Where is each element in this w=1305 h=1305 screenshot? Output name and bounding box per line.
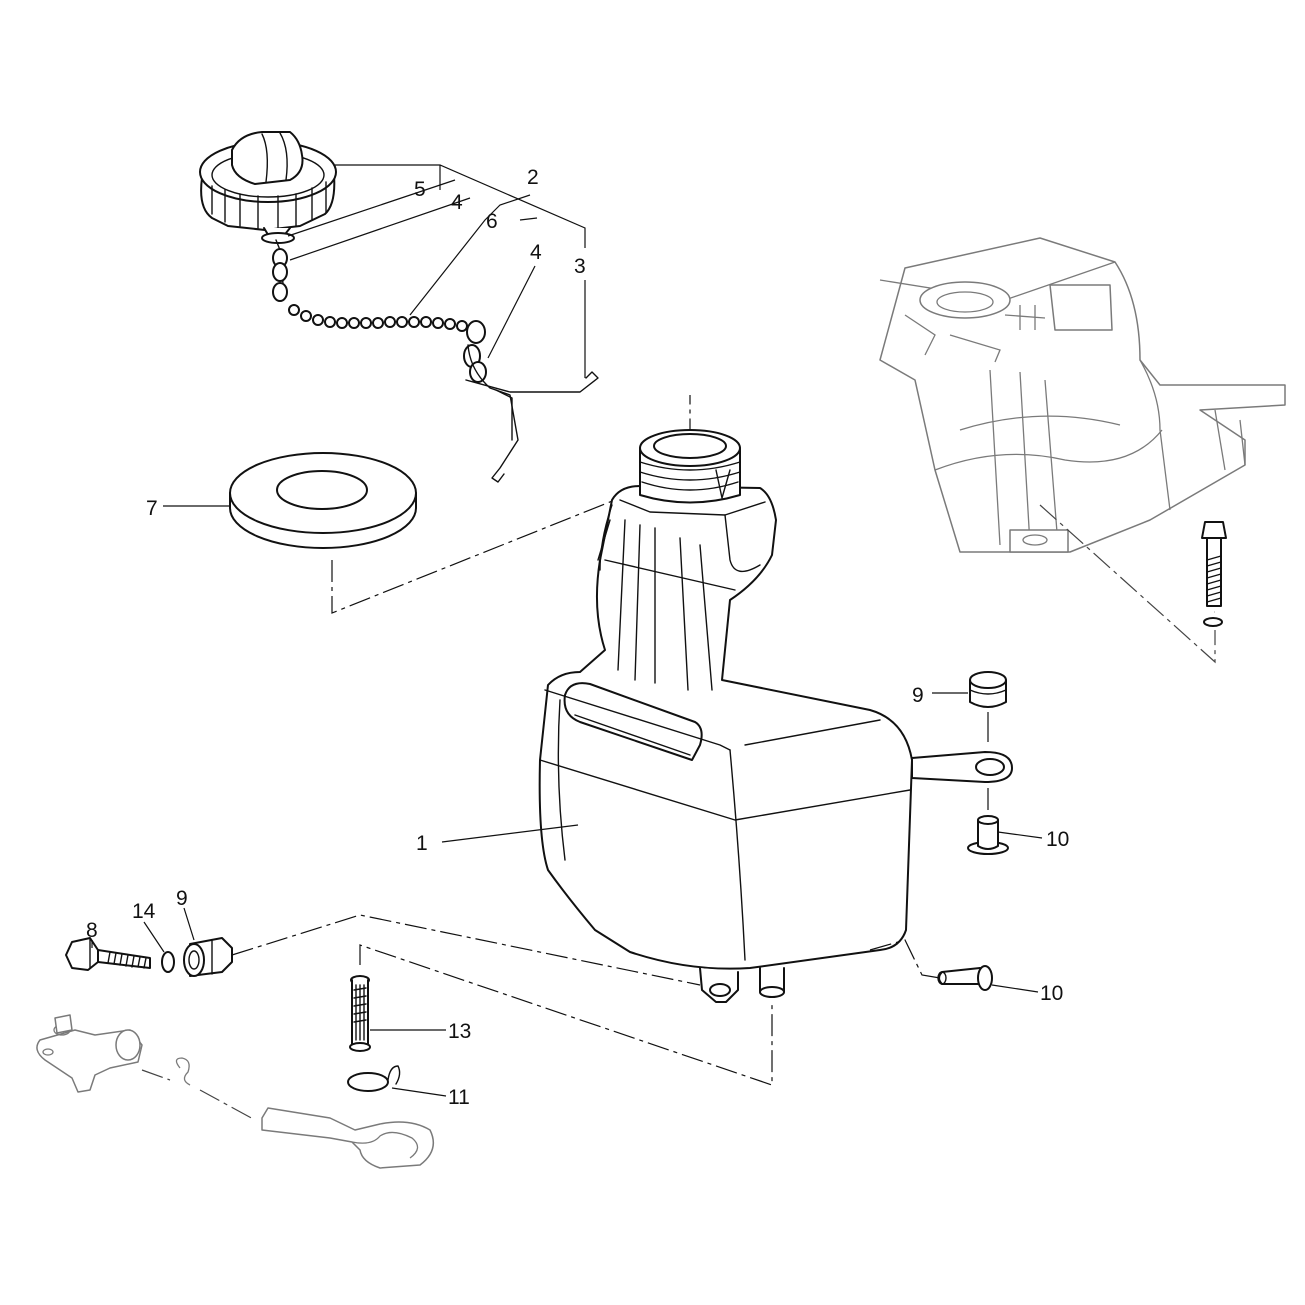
mounting-bolt xyxy=(1201,521,1227,627)
grommet-left-part xyxy=(183,937,233,977)
callout-hook: 3 xyxy=(574,255,586,278)
filter-axis-line xyxy=(359,944,773,1086)
callout-chain: 6 xyxy=(486,210,498,233)
collar-top-part xyxy=(967,815,1009,855)
fuel-cock-axis-line xyxy=(141,1069,256,1121)
callout-gasket: 7 xyxy=(146,497,158,520)
callout-numbers: 1 2 3 4 4 5 6 7 8 9 9 10 10 11 13 14 xyxy=(86,166,1069,1109)
filter-part xyxy=(349,975,371,1052)
fuel-tank xyxy=(538,429,1013,1003)
grommet-top-part xyxy=(969,671,1007,708)
clamp-part xyxy=(347,1065,401,1092)
callout-leaders xyxy=(91,164,1043,1097)
retaining-chain xyxy=(272,239,599,483)
bolt-left-axis xyxy=(231,914,701,986)
washer-left-part xyxy=(161,951,175,973)
callout-washer: 14 xyxy=(132,900,156,923)
callout-cap: 2 xyxy=(527,166,539,189)
callout-grommet-left: 9 xyxy=(176,887,188,910)
callout-clip: 5 xyxy=(414,178,426,201)
collar-bottom-axis xyxy=(869,939,941,979)
fuel-cock-ghost xyxy=(36,1014,435,1169)
callout-filter: 13 xyxy=(448,1020,471,1043)
frame-mount-ghost xyxy=(879,237,1286,553)
callout-grommet-top: 9 xyxy=(912,684,924,707)
callout-tank: 1 xyxy=(416,832,428,855)
callout-collar-bottom: 10 xyxy=(1040,982,1063,1005)
fuel-cap xyxy=(199,131,337,244)
filler-neck-gasket xyxy=(229,452,417,549)
callout-ring-a: 4 xyxy=(451,191,463,214)
collar-bottom-part xyxy=(937,965,993,991)
bolt-left-part xyxy=(65,937,151,971)
bolt-to-frame-line xyxy=(1039,504,1216,664)
callout-ring-b: 4 xyxy=(530,241,542,264)
callout-collar-top: 10 xyxy=(1046,828,1069,851)
callout-clamp: 11 xyxy=(448,1086,470,1109)
callout-bolt: 8 xyxy=(86,919,98,942)
